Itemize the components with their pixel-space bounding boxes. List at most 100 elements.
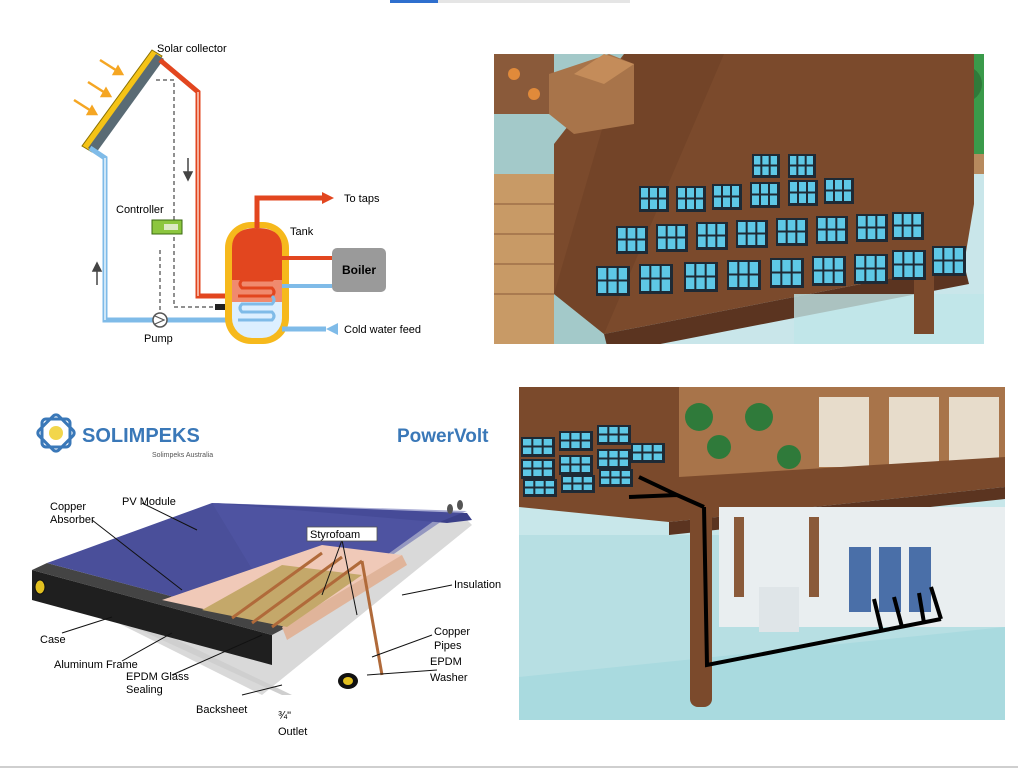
solar-cell bbox=[619, 427, 628, 434]
solar-cell bbox=[729, 262, 738, 274]
solar-cell bbox=[706, 277, 715, 289]
solar-cell bbox=[598, 268, 607, 280]
solar-cell bbox=[782, 273, 791, 285]
solar-cell bbox=[954, 261, 963, 273]
solar-cell bbox=[814, 258, 823, 270]
solar-cell bbox=[787, 232, 796, 243]
solar-cell bbox=[707, 224, 716, 235]
solar-cell bbox=[696, 277, 705, 289]
solar-cell bbox=[533, 461, 542, 468]
solar-cell bbox=[914, 265, 923, 277]
solar-cell bbox=[609, 451, 618, 458]
solar-cell bbox=[913, 214, 921, 225]
solar-cell bbox=[826, 180, 833, 190]
copper-pipes bbox=[231, 551, 384, 676]
solar-cell bbox=[827, 218, 836, 229]
solar-cell bbox=[757, 222, 765, 233]
solar-cell bbox=[739, 275, 748, 287]
solimpeks-logo-icon bbox=[36, 413, 76, 453]
solar-cell bbox=[761, 195, 768, 205]
solar-cell bbox=[535, 488, 544, 494]
solar-cell bbox=[686, 277, 695, 289]
solar-cell bbox=[687, 199, 694, 209]
solar-cell bbox=[543, 469, 552, 476]
solar-cell bbox=[808, 193, 815, 203]
solar-cell bbox=[792, 273, 801, 285]
boiler bbox=[332, 248, 386, 292]
solar-cell bbox=[618, 281, 627, 293]
solar-cell bbox=[826, 191, 833, 201]
solar-cell bbox=[772, 273, 781, 285]
solar-cell bbox=[714, 197, 721, 207]
solar-cell bbox=[609, 459, 618, 466]
solar-cell bbox=[770, 195, 777, 205]
solar-cell bbox=[637, 240, 645, 251]
solar-cell bbox=[618, 240, 626, 251]
solar-cell bbox=[824, 258, 833, 270]
solar-cell bbox=[754, 166, 761, 175]
solar-cell bbox=[747, 222, 756, 233]
label-epdm-washer-2: Washer bbox=[430, 672, 468, 684]
solar-cell bbox=[571, 457, 580, 464]
solar-cell bbox=[696, 199, 703, 209]
solar-cell bbox=[561, 441, 570, 448]
solar-cell bbox=[778, 220, 786, 231]
solar-cell bbox=[944, 248, 953, 260]
solar-cell bbox=[533, 439, 542, 446]
solar-cell bbox=[563, 477, 572, 483]
solar-cell bbox=[770, 156, 777, 165]
solar-cell bbox=[714, 186, 721, 196]
solar-cell bbox=[913, 226, 921, 237]
solar-cell bbox=[658, 226, 666, 237]
label-tank: Tank bbox=[290, 226, 314, 238]
solar-cell bbox=[571, 441, 580, 448]
solar-cell bbox=[706, 264, 715, 276]
solar-cell bbox=[858, 228, 866, 239]
solar-cell bbox=[643, 445, 652, 452]
solar-cell bbox=[643, 453, 652, 460]
label-to-taps: To taps bbox=[344, 193, 380, 205]
solar-cell bbox=[782, 260, 791, 272]
solar-cell bbox=[601, 471, 610, 477]
solar-cell bbox=[678, 199, 685, 209]
solar-cell bbox=[834, 258, 843, 270]
solar-cell bbox=[523, 469, 532, 476]
roof-solar-panels bbox=[521, 425, 665, 497]
solar-cell bbox=[621, 478, 630, 484]
solar-cell bbox=[866, 269, 875, 281]
solar-cell bbox=[698, 224, 706, 235]
solar-cell bbox=[770, 184, 777, 194]
solar-cell bbox=[729, 275, 738, 287]
solar-cell bbox=[619, 459, 628, 466]
solar-cell bbox=[806, 166, 813, 175]
solar-cell bbox=[876, 269, 885, 281]
label-copper-absorber-1: Copper bbox=[50, 501, 86, 513]
solar-cell bbox=[523, 439, 532, 446]
solar-cell bbox=[543, 439, 552, 446]
solar-cell bbox=[814, 271, 823, 283]
solar-cell bbox=[633, 453, 642, 460]
solar-cell bbox=[523, 447, 532, 454]
controller-box bbox=[151, 219, 183, 235]
solar-cell bbox=[894, 265, 903, 277]
solar-cell bbox=[747, 234, 756, 245]
label-epdm-washer-1: EPDM bbox=[430, 656, 462, 668]
solar-cell bbox=[581, 433, 590, 440]
solar-cell bbox=[545, 488, 554, 494]
solar-cell bbox=[903, 226, 912, 237]
solar-cell bbox=[609, 427, 618, 434]
label-pv-module: PV Module bbox=[122, 496, 176, 508]
brand-subtitle: Solimpeks Australia bbox=[152, 452, 213, 459]
label-outlet-2: Outlet bbox=[278, 726, 307, 738]
solar-cell bbox=[799, 193, 806, 203]
solar-cell bbox=[653, 453, 662, 460]
solar-cell bbox=[611, 478, 620, 484]
solar-cell bbox=[687, 188, 694, 198]
solar-cell bbox=[790, 156, 797, 165]
solar-cell bbox=[641, 199, 648, 209]
solar-cell bbox=[762, 166, 769, 175]
solar-cell bbox=[856, 269, 865, 281]
solar-cell bbox=[717, 224, 725, 235]
label-controller: Controller bbox=[116, 204, 164, 216]
solar-cell bbox=[598, 281, 607, 293]
